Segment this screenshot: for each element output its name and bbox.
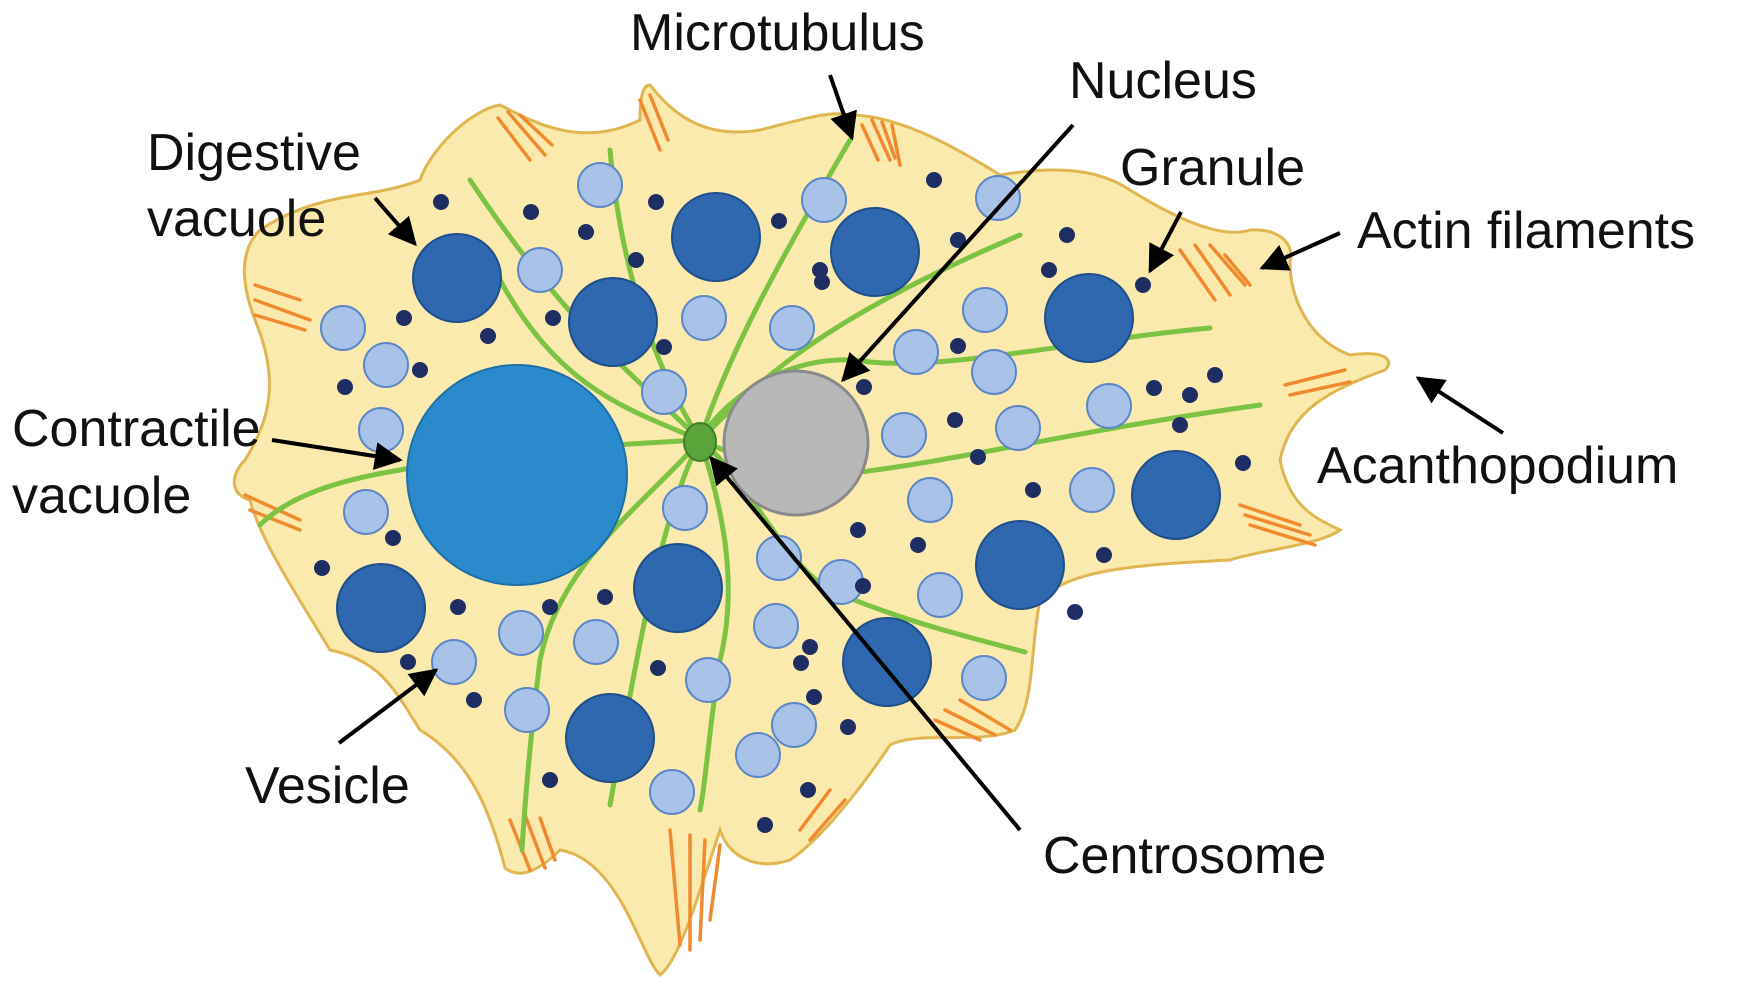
label-centrosome: Centrosome bbox=[1043, 827, 1326, 885]
pointer-acanthopodium bbox=[1418, 378, 1503, 433]
label-acanthopodium: Acanthopodium bbox=[1317, 437, 1678, 495]
label-digestive-vacuole-line1: Digestive bbox=[147, 124, 361, 182]
centrosome bbox=[684, 423, 716, 461]
contractile-vacuole bbox=[407, 365, 627, 585]
label-granule: Granule bbox=[1120, 139, 1305, 197]
label-vesicle: Vesicle bbox=[245, 757, 410, 815]
label-microtubulus: Microtubulus bbox=[630, 4, 925, 62]
nucleus bbox=[724, 371, 868, 515]
label-contractile-vacuole-line2: vacuole bbox=[12, 467, 191, 525]
label-contractile-vacuole: Contractile vacuole bbox=[12, 400, 275, 525]
label-digestive-vacuole-line2: vacuole bbox=[147, 190, 326, 248]
label-actin-filaments: Actin filaments bbox=[1357, 202, 1695, 260]
label-nucleus: Nucleus bbox=[1069, 52, 1257, 110]
label-contractile-vacuole-line1: Contractile bbox=[12, 400, 261, 458]
